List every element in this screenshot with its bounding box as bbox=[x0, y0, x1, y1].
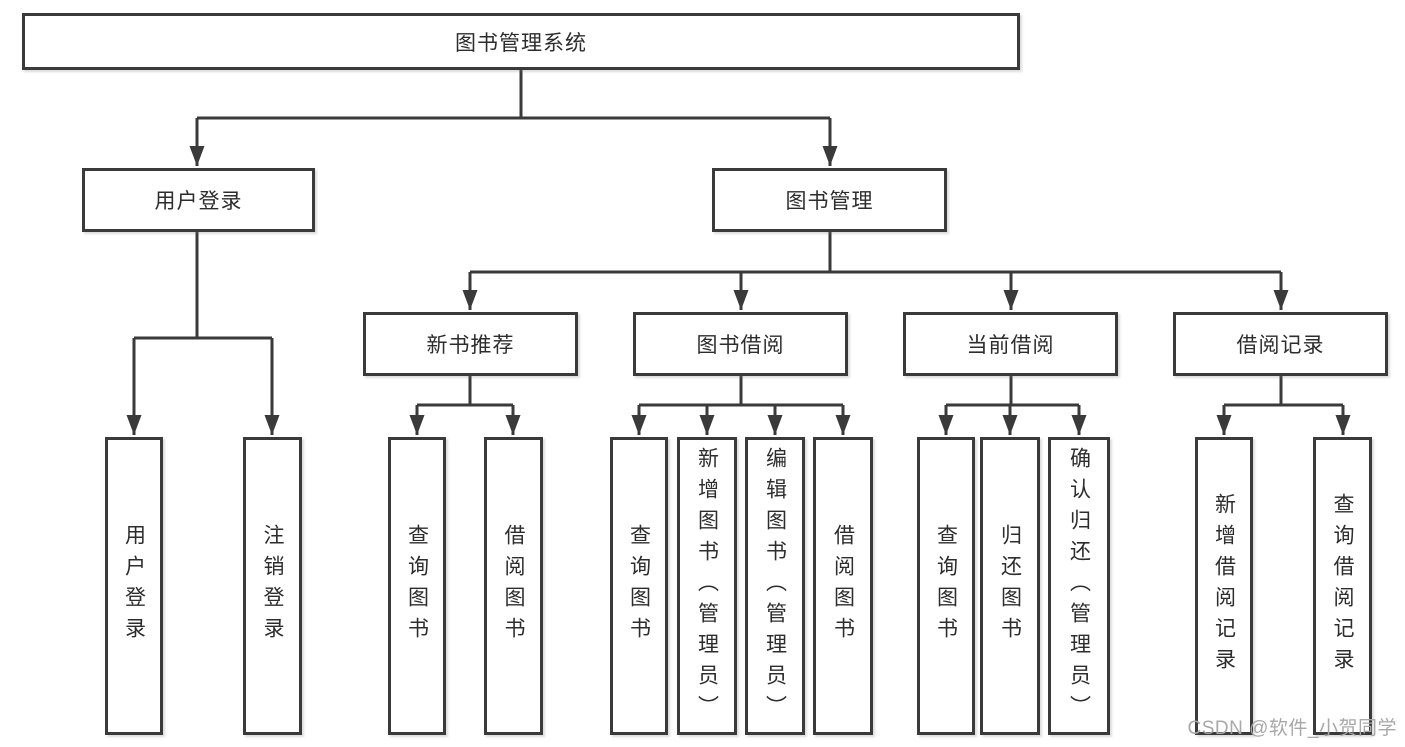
node-borrow-records: 借阅记录 bbox=[1173, 312, 1388, 376]
leaf-confirm-return-admin: 确认归还（管理员） bbox=[1048, 437, 1110, 735]
csdn-watermark: CSDN @软件_小贺同学 bbox=[1187, 718, 1397, 739]
node-label: 新增借阅记录 bbox=[1212, 493, 1236, 679]
node-label: 新书推荐 bbox=[426, 334, 515, 357]
leaf-query-books-2: 查询图书 bbox=[610, 437, 668, 735]
leaf-query-books-3: 查询图书 bbox=[917, 437, 975, 735]
leaf-borrow-books-1: 借阅图书 bbox=[484, 437, 543, 735]
node-new-book-recommend: 新书推荐 bbox=[363, 312, 578, 376]
node-label: 归还图书 bbox=[998, 524, 1022, 648]
leaf-logout: 注销登录 bbox=[243, 437, 302, 735]
node-book-borrowing: 图书借阅 bbox=[633, 312, 848, 376]
node-label: 图书借阅 bbox=[696, 334, 785, 357]
leaf-edit-books-admin: 编辑图书（管理员） bbox=[745, 437, 805, 735]
node-label: 查询图书 bbox=[627, 524, 651, 648]
node-label: 借阅记录 bbox=[1236, 334, 1325, 357]
node-label: 图书管理 bbox=[785, 190, 874, 213]
leaf-user-login: 用户登录 bbox=[105, 437, 163, 735]
leaf-return-books: 归还图书 bbox=[980, 437, 1040, 735]
node-user-login: 用户登录 bbox=[82, 168, 315, 232]
node-label: 编辑图书（管理员） bbox=[763, 446, 787, 726]
node-label: 新增图书（管理员） bbox=[695, 446, 719, 726]
node-label: 注销登录 bbox=[261, 524, 284, 648]
leaf-query-books-1: 查询图书 bbox=[388, 437, 446, 735]
node-label: 查询图书 bbox=[405, 524, 429, 648]
node-label: 查询图书 bbox=[934, 524, 958, 648]
node-label: 用户登录 bbox=[154, 190, 243, 213]
node-book-management: 图书管理 bbox=[712, 168, 947, 232]
node-current-borrowing: 当前借阅 bbox=[903, 312, 1118, 376]
node-label: 查询借阅记录 bbox=[1331, 493, 1354, 679]
node-label: 借阅图书 bbox=[502, 524, 525, 648]
node-label: 图书管理系统 bbox=[455, 31, 587, 55]
node-label: 用户登录 bbox=[122, 524, 146, 648]
leaf-add-borrow-record: 新增借阅记录 bbox=[1195, 437, 1253, 735]
node-library-system: 图书管理系统 bbox=[22, 13, 1020, 70]
leaf-add-books-admin: 新增图书（管理员） bbox=[677, 437, 737, 735]
leaf-borrow-books-2: 借阅图书 bbox=[813, 437, 873, 735]
node-label: 借阅图书 bbox=[831, 524, 855, 648]
node-label: 确认归还（管理员） bbox=[1067, 446, 1091, 726]
node-label: 当前借阅 bbox=[966, 334, 1055, 357]
leaf-query-borrow-record: 查询借阅记录 bbox=[1313, 437, 1372, 735]
